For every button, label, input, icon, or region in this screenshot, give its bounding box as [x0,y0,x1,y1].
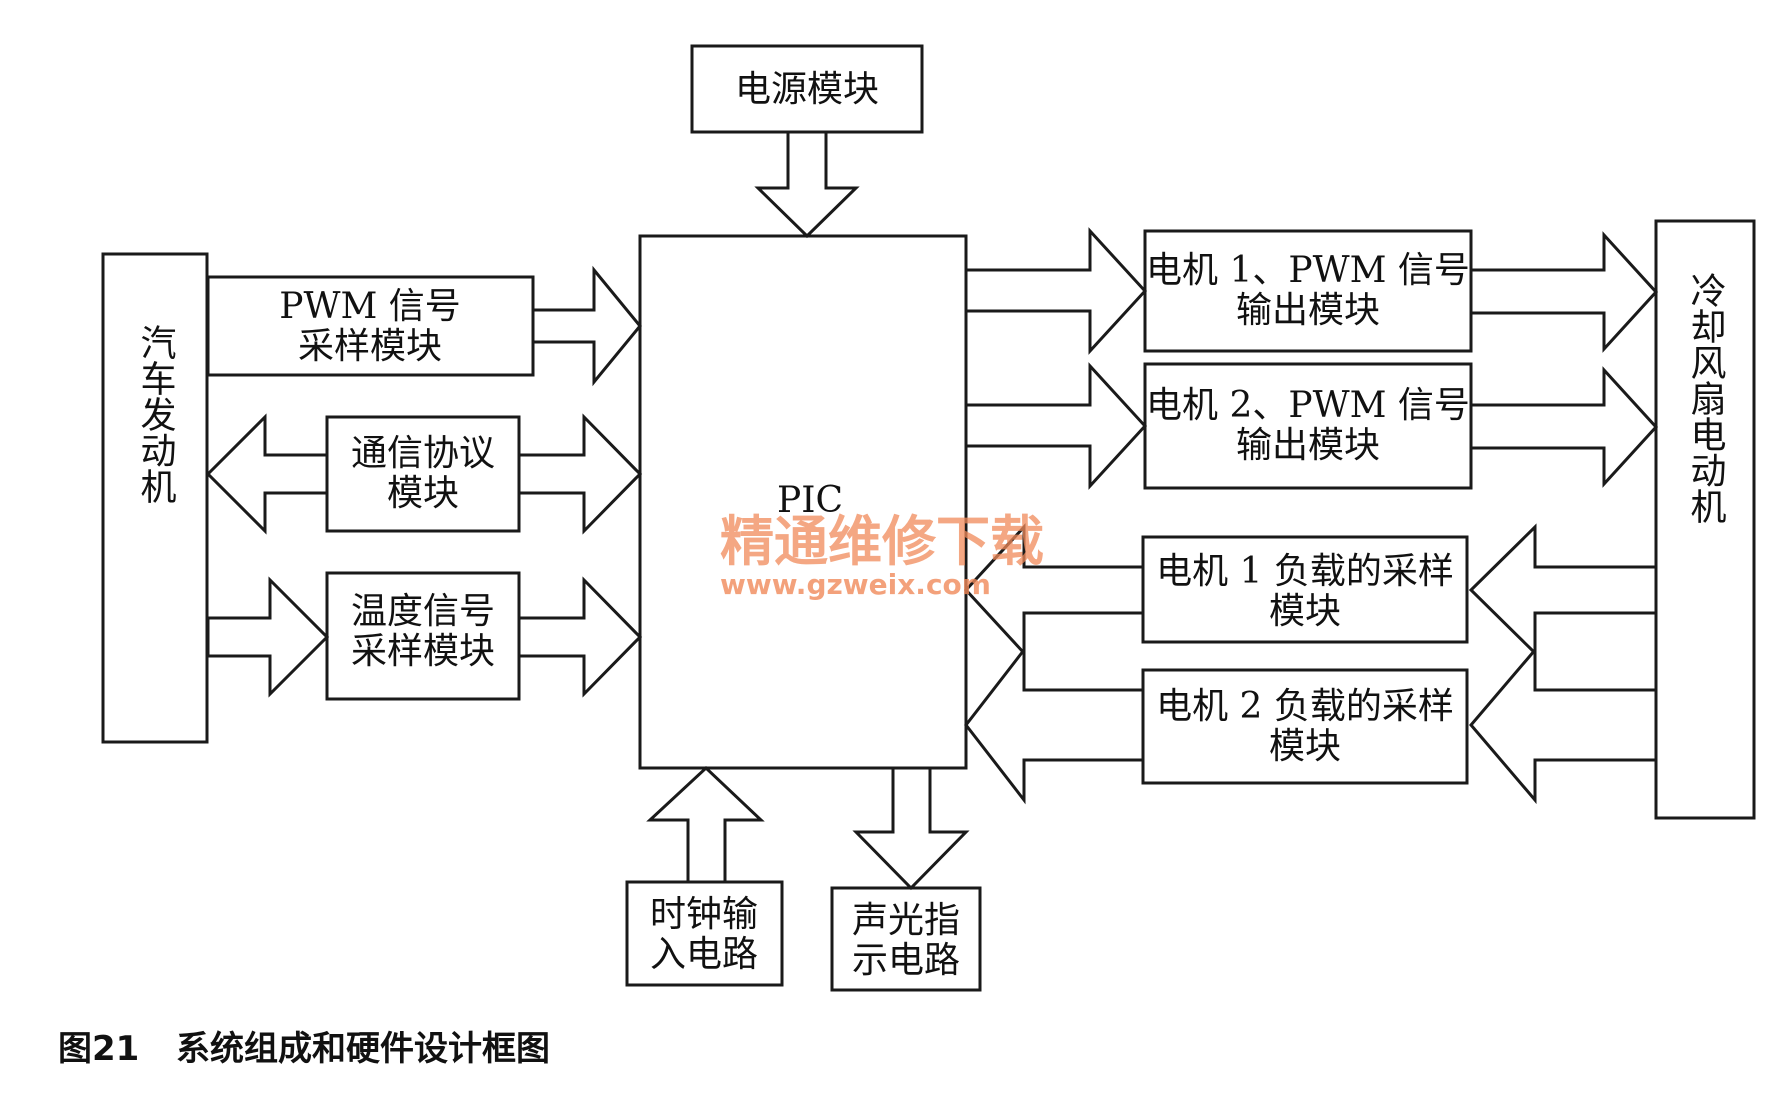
motor2-load-label-2: 模块 [1269,726,1341,767]
clock-input-box [625,880,784,987]
temp-to-pic-arrow [517,576,643,698]
motor2-load-box [1141,668,1469,785]
power-module-box [690,44,924,134]
pic-to-indicator-arrow [852,766,970,891]
comm-to-pic-arrow [517,413,643,535]
engine-label: 汽车发动机 [135,324,176,504]
figure-number: 图21 [58,1029,139,1069]
watermark-url: www.gzweix.com [720,568,991,601]
pwm-sample-box [206,275,535,377]
motor2-pwm-to-fan-arrow [1469,366,1659,488]
pic-label: PIC [777,480,843,521]
pwm-sample-label-2: 采样模块 [298,326,442,367]
motor1-pwm-label-1: 电机 1、PWM 信号 [1146,250,1470,291]
engine-box [101,252,209,744]
motor1-pwm-box [1143,229,1473,353]
temp-label-1: 温度信号 [351,591,495,632]
power-to-pic-arrow [754,130,860,239]
watermark-cn: 精通维修下载 [720,510,1044,573]
clock-to-pic-arrow [646,765,765,884]
motor2-load-label-1: 电机 2 负载的采样 [1156,686,1454,727]
indicator-label-2: 示电路 [852,940,960,981]
temp-sample-box [325,571,521,701]
pic-to-motor1-pwm-arrow [964,227,1148,355]
motor2-pwm-label-1: 电机 2、PWM 信号 [1146,385,1470,426]
fan-to-motor1-load-arrow [1468,523,1658,657]
pic-box [638,234,968,770]
comm-label-1: 通信协议 [351,433,495,474]
indicator-label-1: 声光指 [852,900,960,941]
motor1-load-label-1: 电机 1 负载的采样 [1156,551,1454,592]
comm-to-engine-arrow [205,413,329,535]
motor2-pwm-label-2: 输出模块 [1236,425,1380,466]
fan-to-motor2-load-arrow [1469,645,1658,805]
motor1-pwm-to-fan-arrow [1469,231,1659,353]
fan-motor-box [1654,219,1756,820]
pwm-to-pic-arrow [531,265,642,387]
pic-to-motor2-pwm-arrow [964,362,1148,490]
engine-to-temp-arrow [206,576,330,698]
motor1-load-to-pic-arrow [963,523,1145,657]
motor2-load-to-pic-arrow [964,645,1145,805]
pwm-sample-label-1: PWM 信号 [279,286,461,327]
motor1-load-label-2: 模块 [1269,591,1341,632]
fan-motor-label: 冷却风扇电动机 [1685,272,1726,524]
power-module-label: 电源模块 [735,69,879,110]
figure-title: 系统组成和硬件设计框图 [176,1029,550,1069]
clock-label-1: 时钟输 [650,894,758,935]
indicator-box [830,886,982,992]
comm-label-2: 模块 [387,473,459,514]
motor1-pwm-label-2: 输出模块 [1236,290,1380,331]
temp-label-2: 采样模块 [351,631,495,672]
clock-label-2: 入电路 [650,934,758,975]
